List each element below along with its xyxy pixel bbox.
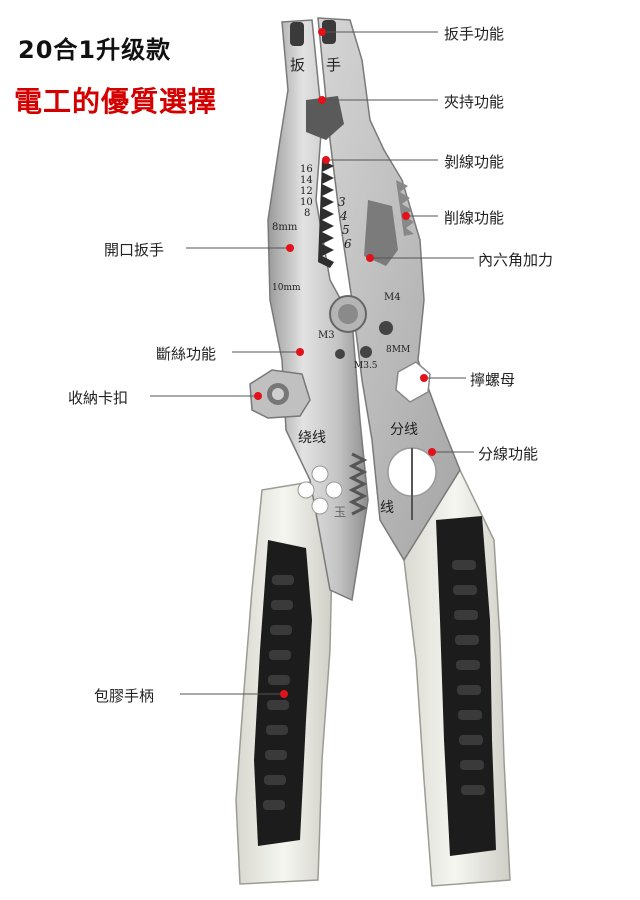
callout-storage-clip: 收納卡扣	[68, 389, 129, 407]
engraving-m4: M4	[384, 292, 401, 303]
engraving-jade: 玉	[334, 505, 346, 519]
gauge-6: 6	[344, 237, 352, 251]
marker-dot	[296, 348, 304, 356]
engraving-8mm: 8mm	[272, 222, 298, 233]
marker-dot	[402, 212, 410, 220]
marker-dot	[322, 156, 330, 164]
callout-split: 分線功能	[478, 445, 539, 463]
marker-dot	[280, 690, 288, 698]
callout-wire-break: 斷絲功能	[156, 345, 217, 363]
gauge-10: 10	[300, 197, 313, 208]
left-jaw	[267, 19, 369, 602]
engraving-wind: 绕线	[298, 430, 326, 446]
callout-grip: 包膠手柄	[94, 687, 155, 705]
marker-dot	[420, 374, 428, 382]
gauge-14: 14	[300, 175, 313, 186]
headline-line2: 電工的優質選擇	[14, 85, 218, 118]
engraving-jaw-left: 扳	[290, 56, 305, 74]
marker-dot	[318, 28, 326, 36]
gauge-4: 4	[339, 209, 348, 223]
marker-dot	[254, 392, 262, 400]
gauge-3: 3	[338, 195, 346, 209]
callout-strip: 剝線功能	[444, 153, 505, 171]
engraving-8mm-hex: 8MM	[386, 345, 410, 355]
headline-line1: 20合1升级款	[18, 36, 172, 64]
engraving-10mm: 10mm	[272, 283, 301, 293]
engraving-m35: M3.5	[354, 361, 378, 371]
gauge-8: 8	[304, 208, 310, 219]
callout-clamp: 夾持功能	[444, 93, 505, 111]
marker-dot	[366, 254, 374, 262]
engraving-m3: M3	[318, 330, 335, 341]
marker-dot	[318, 96, 326, 104]
callout-nut: 擰螺母	[470, 371, 516, 389]
gauge-12: 12	[300, 186, 313, 197]
callout-cut: 削線功能	[444, 209, 505, 227]
callout-wrench: 扳手功能	[444, 25, 505, 43]
gauge-5: 5	[342, 223, 350, 237]
callout-open-wrench: 開口扳手	[104, 241, 165, 259]
engraving-split-b: 线	[380, 500, 394, 516]
gauge-16: 16	[300, 164, 313, 175]
engraving-split-a: 分线	[390, 422, 418, 438]
marker-dot	[286, 244, 294, 252]
callout-hex: 內六角加力	[478, 251, 554, 269]
engraving-jaw-right: 手	[326, 56, 341, 74]
marker-dot	[428, 448, 436, 456]
